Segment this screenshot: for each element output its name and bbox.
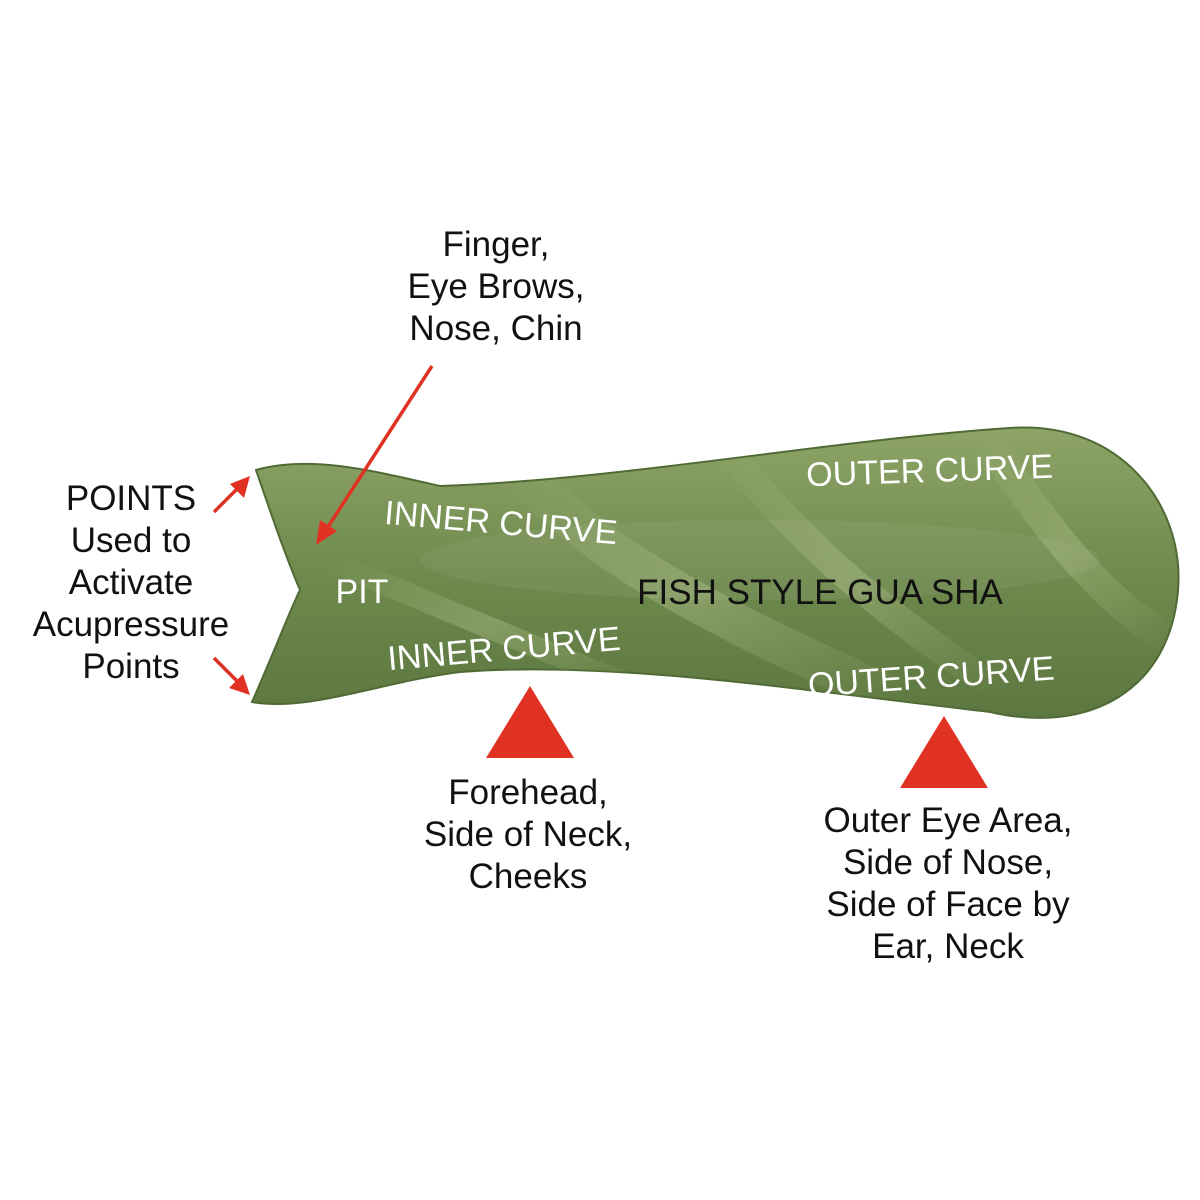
callout-fin: Finger, Eye Brows, Nose, Chin [380, 224, 612, 350]
arrow-point-bottom [212, 656, 250, 695]
callout-inner-line: Forehead, [448, 773, 608, 812]
outer-curve-marker-triangle [900, 716, 988, 788]
inner-curve-marker-triangle [486, 686, 574, 758]
stone-outer-curve-top: OUTER CURVE [806, 448, 1054, 495]
arrow-fin [316, 365, 434, 545]
arrow-point-top [212, 476, 250, 514]
callout-outer-curve: Outer Eye Area, Side of Nose, Side of Fa… [796, 800, 1100, 968]
stone-title: FISH STYLE GUA SHA [637, 573, 1003, 612]
callout-fin-line: Eye Brows, [407, 267, 585, 306]
callout-fin-line: Nose, Chin [409, 309, 583, 348]
callout-points-line: POINTS [65, 479, 197, 518]
callout-points-line: Points [82, 647, 180, 686]
callout-fin-line: Finger, [442, 225, 550, 264]
callout-inner-line: Side of Neck, [423, 815, 633, 854]
callout-points-line: Used to [70, 521, 192, 560]
callout-outer-line: Outer Eye Area, [823, 801, 1073, 840]
callout-outer-line: Side of Nose, [842, 843, 1054, 882]
callout-outer-line: Side of Face by [826, 885, 1070, 924]
callout-points-line: Acupressure [32, 605, 230, 644]
callout-points: POINTS Used to Activate Acupressure Poin… [14, 478, 248, 688]
callout-outer-line: Ear, Neck [872, 927, 1024, 966]
stone-pit: PIT [336, 573, 389, 611]
jade-stone: OUTER CURVE INNER CURVE PIT FISH STYLE G… [250, 426, 1180, 719]
callout-inner-curve: Forehead, Side of Neck, Cheeks [398, 772, 658, 898]
callout-inner-line: Cheeks [468, 857, 588, 896]
callout-points-line: Activate [68, 563, 194, 602]
